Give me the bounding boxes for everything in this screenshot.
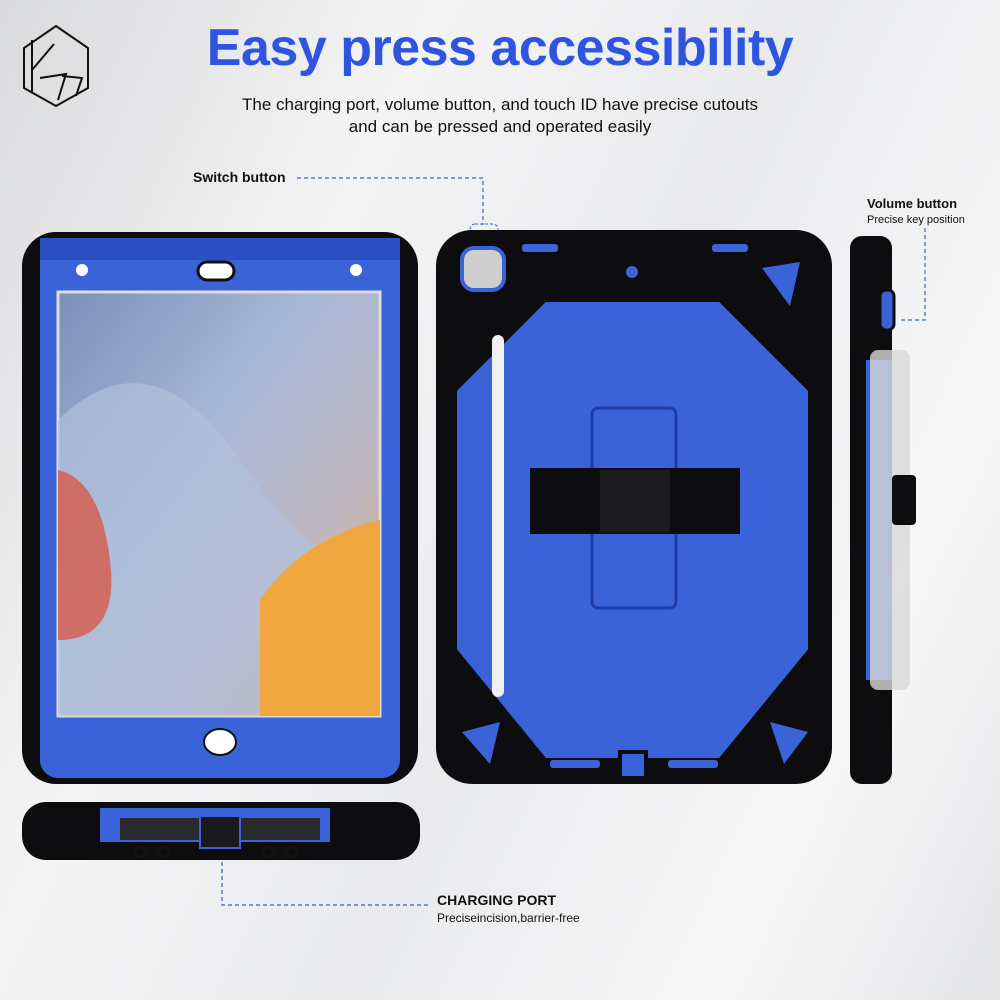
brand-logo <box>23 24 89 108</box>
subtitle-line-1: The charging port, volume button, and to… <box>242 95 758 114</box>
charging-port-detail: Preciseincision,barrier-free <box>437 911 580 925</box>
volume-button-detail: Precise key position <box>867 214 965 226</box>
charging-port-label: CHARGING PORT <box>437 892 556 908</box>
side-view-tablet <box>850 236 916 784</box>
switch-button-label: Switch button <box>193 169 286 185</box>
page-title: Easy press accessibility <box>206 19 794 77</box>
back-view-tablet <box>436 230 832 784</box>
switch-button-callout-line <box>297 177 484 225</box>
subtitle-line-2: and can be pressed and operated easily <box>348 117 652 136</box>
front-view-tablet <box>22 232 418 784</box>
volume-button-label: Volume button <box>867 196 958 211</box>
bottom-view-tablet <box>22 802 420 860</box>
charging-port-callout-line <box>221 855 430 906</box>
volume-button-callout-line <box>898 228 926 321</box>
